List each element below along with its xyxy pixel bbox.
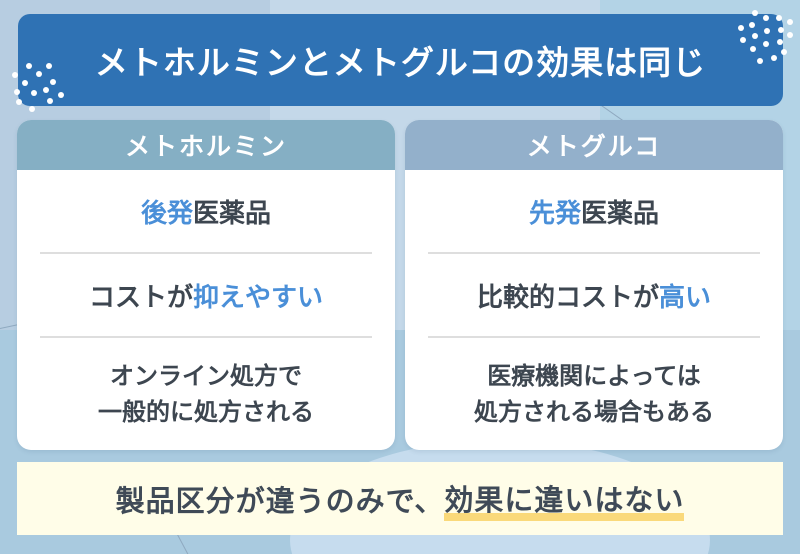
text-line: オンライン処方で [110, 361, 302, 390]
divider [40, 252, 372, 254]
accent-text: 高い [659, 282, 712, 313]
row-cost: 比較的コストが高い [405, 254, 783, 336]
plain-text: 医薬品 [193, 198, 272, 229]
plain-text: 医薬品 [581, 198, 660, 229]
text-line: 一般的に処方される [98, 397, 314, 426]
title-banner: メトホルミンとメトグルコの効果は同じ [18, 14, 783, 106]
card-header-label: メトグルコ [526, 132, 662, 161]
card-header: メトグルコ [405, 120, 783, 170]
row-prescription: オンライン処方で 一般的に処方される [17, 338, 395, 450]
text-line: 処方される場合もある [474, 397, 714, 426]
divider [428, 336, 760, 338]
row-cost: コストが抑えやすい [17, 254, 395, 336]
accent-text: 先発 [528, 198, 581, 229]
text-line: 医療機関によっては [487, 361, 701, 390]
plain-text: 比較的コストが [476, 282, 659, 313]
summary-highlight: 効果に違いはない [444, 476, 685, 521]
decorative-dots-left-icon [10, 60, 70, 112]
summary-banner: 製品区分が違うのみで、効果に違いはない [17, 462, 783, 535]
decorative-dots-right-icon [735, 6, 795, 66]
row-drug-type: 後発医薬品 [17, 170, 395, 252]
plain-text: コストが [88, 282, 193, 313]
card-metglucon: メトグルコ 先発医薬品 比較的コストが高い 医療機関によっては 処方される場合も… [405, 120, 783, 450]
row-prescription: 医療機関によっては 処方される場合もある [405, 338, 783, 450]
card-header: メトホルミン [17, 120, 395, 170]
divider [40, 336, 372, 338]
divider [428, 252, 760, 254]
card-header-label: メトホルミン [124, 132, 287, 161]
row-drug-type: 先発医薬品 [405, 170, 783, 252]
accent-text: 後発 [140, 198, 193, 229]
summary-text: 製品区分が違うのみで、 [115, 483, 445, 518]
accent-text: 抑えやすい [193, 282, 324, 313]
page-title: メトホルミンとメトグルコの効果は同じ [94, 43, 707, 82]
card-metformin: メトホルミン 後発医薬品 コストが抑えやすい オンライン処方で 一般的に処方され… [17, 120, 395, 450]
